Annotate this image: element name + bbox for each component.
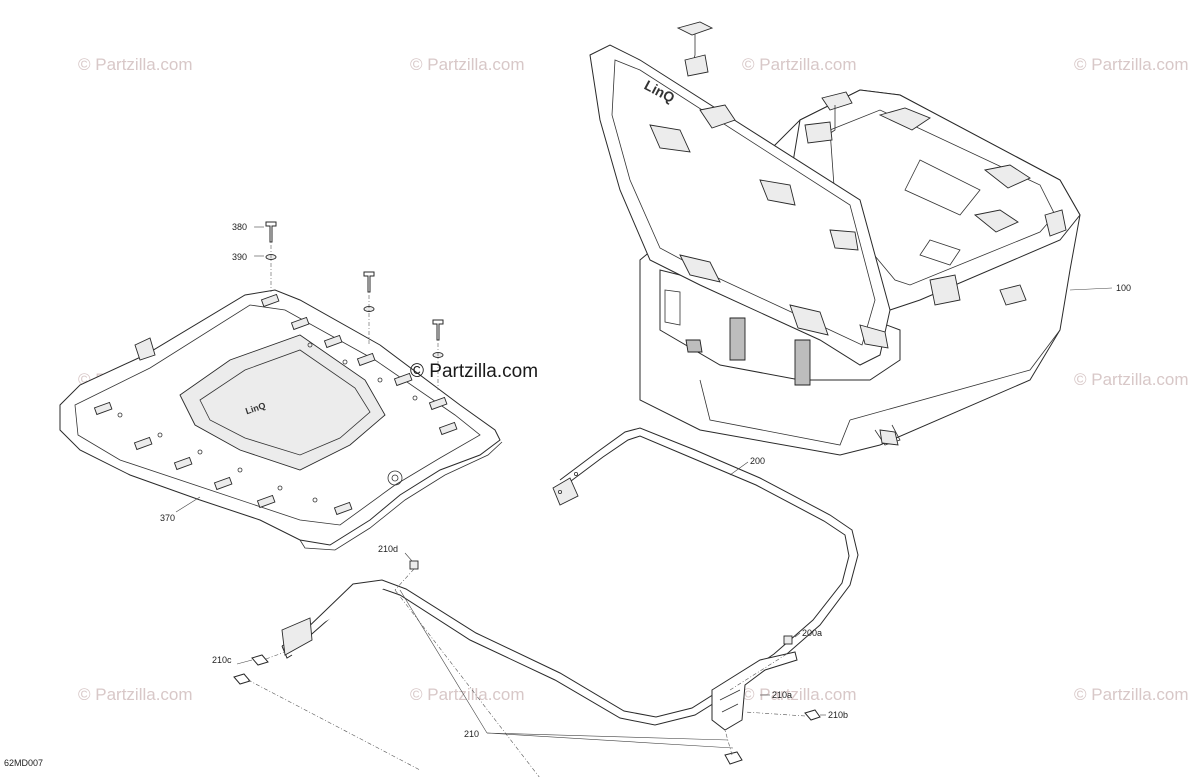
part-label-200: 200	[750, 456, 765, 466]
part-label-210: 210	[464, 729, 479, 739]
part-label-210c: 210c	[212, 655, 232, 665]
screws-380: 380	[232, 221, 444, 341]
part-label-200a: 200a	[802, 628, 822, 638]
part-label-210a: 210a	[772, 690, 792, 700]
watermark: © Partzilla.com	[1074, 370, 1189, 389]
part-label-210b: 210b	[828, 710, 848, 720]
watermark: © Partzilla.com	[742, 685, 857, 704]
part-label-100: 100	[1116, 283, 1131, 293]
base-plate-slots	[93, 293, 458, 516]
part-label-380: 380	[232, 222, 247, 232]
storage-box-part: LinQ 100	[589, 21, 1131, 456]
watermark: © Partzilla.com	[1074, 685, 1189, 704]
fasteners-210: 210d 210c 210a 210b 210	[212, 544, 848, 777]
washers-390: 390	[232, 245, 444, 390]
watermark: © Partzilla.com	[410, 685, 525, 704]
base-plate-part: LinQ 370	[59, 289, 503, 551]
watermark: © Partzilla.com	[410, 55, 525, 74]
drawing-code: 62MD007	[4, 758, 43, 768]
bracket-200a: 200a	[711, 628, 822, 731]
nut-210d	[409, 560, 419, 570]
part-label-210d: 210d	[378, 544, 398, 554]
watermarks: © Partzilla.com © Partzilla.com © Partzi…	[78, 55, 1189, 704]
center-watermark: © Partzilla.com	[410, 361, 538, 382]
watermark: © Partzilla.com	[78, 685, 193, 704]
base-plate-holes	[117, 342, 418, 503]
part-label-390: 390	[232, 252, 247, 262]
watermark: © Partzilla.com	[1074, 55, 1189, 74]
watermark: © Partzilla.com	[742, 55, 857, 74]
watermark: © Partzilla.com	[78, 55, 193, 74]
part-label-370: 370	[160, 513, 175, 523]
